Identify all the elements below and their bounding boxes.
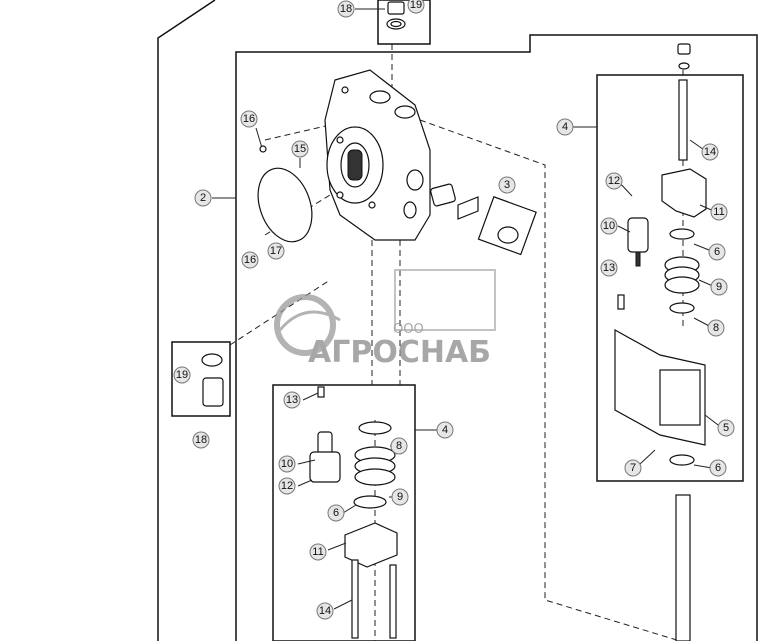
svg-text:5: 5 xyxy=(723,422,729,434)
callout: 6 xyxy=(327,504,345,522)
lower-subassembly-frame xyxy=(272,384,416,641)
watermark-prefix: ООО xyxy=(393,322,424,337)
plug-left-part xyxy=(201,353,224,407)
svg-text:18: 18 xyxy=(340,3,352,15)
valve-body-part xyxy=(324,69,431,241)
right-subassembly-parts xyxy=(614,43,707,641)
svg-text:9: 9 xyxy=(716,281,722,293)
svg-text:19: 19 xyxy=(410,0,422,11)
bolt-part xyxy=(255,127,267,153)
alignment-line xyxy=(419,119,681,641)
svg-text:10: 10 xyxy=(281,458,293,470)
callout: 16 xyxy=(241,251,259,269)
svg-text:16: 16 xyxy=(243,113,255,125)
callout: 13 xyxy=(283,391,301,409)
svg-text:19: 19 xyxy=(176,369,188,381)
svg-text:6: 6 xyxy=(333,507,339,519)
svg-text:17: 17 xyxy=(270,245,282,257)
svg-text:15: 15 xyxy=(294,143,306,155)
callout: 6 xyxy=(708,243,726,261)
svg-text:2: 2 xyxy=(200,192,206,204)
valve-section-frame xyxy=(235,34,758,641)
callout: 10 xyxy=(278,455,296,473)
callout: 9 xyxy=(391,488,409,506)
svg-text:8: 8 xyxy=(713,322,719,334)
outer-frame xyxy=(157,0,216,641)
svg-text:11: 11 xyxy=(312,546,323,558)
svg-text:11: 11 xyxy=(713,206,724,218)
callout: 4 xyxy=(436,421,454,439)
callout: 3 xyxy=(498,176,516,194)
svg-text:12: 12 xyxy=(281,480,293,492)
svg-text:4: 4 xyxy=(562,121,568,133)
callout: 13 xyxy=(600,259,618,277)
svg-text:8: 8 xyxy=(396,440,402,452)
callout: 19 xyxy=(407,0,425,14)
callout: 8 xyxy=(390,437,408,455)
plug-top-part xyxy=(386,1,406,30)
svg-text:16: 16 xyxy=(244,254,256,266)
plunger-part xyxy=(430,183,537,256)
svg-text:13: 13 xyxy=(603,262,615,274)
svg-text:10: 10 xyxy=(603,220,615,232)
callout: 16 xyxy=(240,110,258,128)
watermark: ООО АГРОСНАБ xyxy=(274,269,496,370)
svg-text:7: 7 xyxy=(630,462,636,474)
callout: 18 xyxy=(337,0,355,18)
lower-subassembly-parts xyxy=(309,386,398,639)
right-subassembly-frame xyxy=(596,74,744,482)
svg-text:3: 3 xyxy=(504,179,510,191)
svg-text:18: 18 xyxy=(195,434,207,446)
svg-text:14: 14 xyxy=(319,605,331,617)
callout: 11 xyxy=(710,203,728,221)
plug-detail-frame-top xyxy=(377,0,431,45)
watermark-brand: АГРОСНАБ xyxy=(308,335,491,370)
leader-lines xyxy=(212,8,723,610)
svg-text:13: 13 xyxy=(286,394,298,406)
callout: 12 xyxy=(278,477,296,495)
svg-text:6: 6 xyxy=(715,462,721,474)
o-ring-part xyxy=(257,167,313,243)
callout: 4 xyxy=(556,118,574,136)
plug-detail-frame-left xyxy=(171,341,231,417)
alignment-line xyxy=(264,124,331,141)
svg-text:6: 6 xyxy=(714,246,720,258)
callout: 11 xyxy=(309,543,327,561)
callout: 2 xyxy=(194,189,212,207)
svg-text:4: 4 xyxy=(442,424,448,436)
callout: 12 xyxy=(605,172,623,190)
callout: 8 xyxy=(707,319,725,337)
callout: 15 xyxy=(291,140,309,158)
callout: 18 xyxy=(192,431,210,449)
callout: 5 xyxy=(717,419,735,437)
callout: 14 xyxy=(701,143,719,161)
callout: 7 xyxy=(624,459,642,477)
callout: 19 xyxy=(173,366,191,384)
callout: 10 xyxy=(600,217,618,235)
callout: 17 xyxy=(267,242,285,260)
svg-text:9: 9 xyxy=(397,491,403,503)
callout: 9 xyxy=(710,278,728,296)
svg-text:12: 12 xyxy=(608,175,620,187)
callout: 14 xyxy=(316,602,334,620)
svg-text:14: 14 xyxy=(704,146,716,158)
callout: 6 xyxy=(709,459,727,477)
